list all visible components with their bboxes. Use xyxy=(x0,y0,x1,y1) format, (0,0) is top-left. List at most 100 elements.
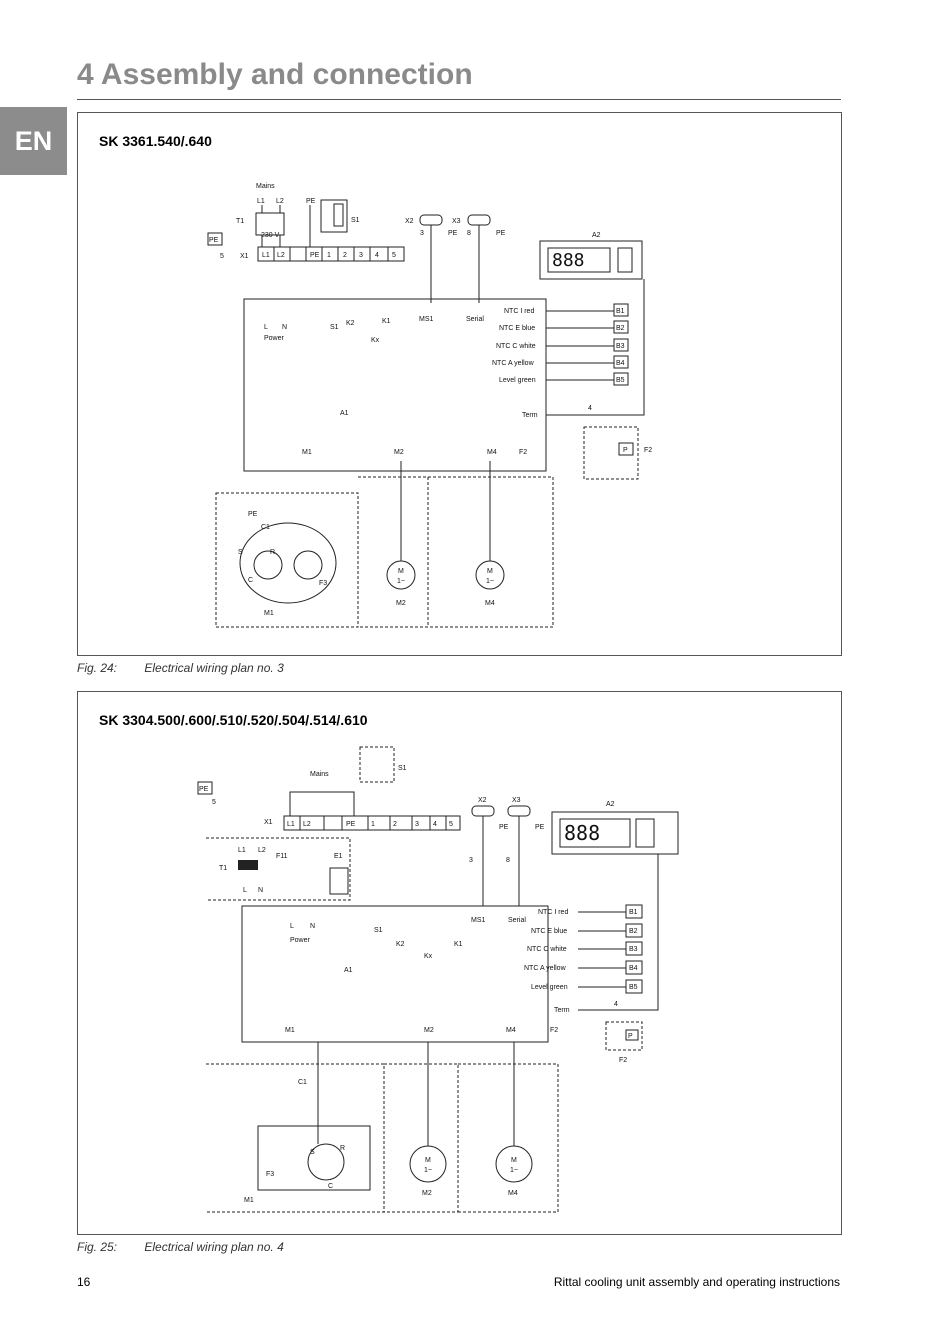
m2-area xyxy=(358,476,429,628)
m2-m: M xyxy=(425,1157,431,1164)
m4-terminal-label: M4 xyxy=(506,1027,516,1034)
t1-l2-label: L2 xyxy=(258,847,266,854)
term-label: Term xyxy=(522,412,538,419)
f2-label: F2 xyxy=(519,449,527,456)
figure-24-label: Fig. 24: xyxy=(77,661,118,675)
f2-label: F2 xyxy=(550,1027,558,1034)
wiring-diagram-3: Mains L1 L2 PE T1 230 V S1 PE 5 X1 L1 L2… xyxy=(207,183,652,628)
sensor-id: B4 xyxy=(629,965,638,972)
pe-box-left-label: PE xyxy=(209,237,219,244)
switch-s1-box xyxy=(359,746,395,783)
sensor-id: B5 xyxy=(616,377,625,384)
m1-r-label: R xyxy=(340,1145,345,1152)
mains-label: Mains xyxy=(256,183,275,190)
page-number: 16 xyxy=(77,1275,91,1289)
term-wire xyxy=(546,279,645,416)
k1-label: K1 xyxy=(454,941,463,948)
m2-terminal-label: M2 xyxy=(394,449,404,456)
controller-a1 xyxy=(243,298,547,472)
x2-label: X2 xyxy=(478,797,487,804)
sensor-name: NTC C white xyxy=(496,343,536,350)
x2-wire-count: 3 xyxy=(420,230,424,237)
x1-label: X1 xyxy=(264,819,273,826)
pe-top-label: PE xyxy=(306,198,316,205)
x3-pe-label: PE xyxy=(535,824,545,831)
fan-m4 xyxy=(495,1145,533,1183)
kx-label: Kx xyxy=(424,953,433,960)
figure-25-caption: Fig. 25: Electrical wiring plan no. 4 xyxy=(77,1240,284,1254)
sensor-id: B4 xyxy=(616,360,625,367)
a2-label: A2 xyxy=(606,801,615,808)
m1-s-label: S xyxy=(238,549,243,556)
f3-label: F3 xyxy=(319,580,327,587)
m4-area xyxy=(458,1063,559,1213)
fan-wires xyxy=(400,461,491,561)
t1-n-label: N xyxy=(258,887,263,894)
l2-top-label: L2 xyxy=(276,198,284,205)
connector-x3 xyxy=(507,805,531,817)
power-l-label: L xyxy=(264,324,268,331)
c1-label: C1 xyxy=(261,524,270,531)
figure-24-caption: Fig. 24: Electrical wiring plan no. 3 xyxy=(77,661,284,675)
x1-terminal: 1 xyxy=(371,821,375,828)
f11-label: F11 xyxy=(276,853,288,860)
term-wire-count: 4 xyxy=(614,1001,618,1008)
connector-x2 xyxy=(419,214,443,226)
x1-terminal: 3 xyxy=(359,252,363,259)
figure-24-model: SK 3361.540/.640 xyxy=(99,133,212,149)
compressor-m1 xyxy=(307,1143,345,1181)
k2-label: K2 xyxy=(346,320,355,327)
mains-label: Mains xyxy=(310,771,329,778)
t1-l1-label: L1 xyxy=(238,847,246,854)
serial-label: Serial xyxy=(508,917,526,924)
m4-m: M xyxy=(511,1157,517,1164)
figure-25-caption-text: Electrical wiring plan no. 4 xyxy=(144,1240,284,1254)
sensor-name: NTC C white xyxy=(527,946,567,953)
sensor-list: NTC I red NTC E blue NTC C white NTC A y… xyxy=(492,303,629,386)
x1-terminal: 3 xyxy=(415,821,419,828)
x1-terminal-strip xyxy=(257,246,405,262)
figure-24-caption-text: Electrical wiring plan no. 3 xyxy=(144,661,284,675)
m1-label: M1 xyxy=(264,610,274,617)
x1-terminal: 4 xyxy=(375,252,379,259)
f2-p-label: P xyxy=(628,1033,633,1040)
connector-x3 xyxy=(467,214,491,226)
m4-label: M4 xyxy=(508,1190,518,1197)
mains-block xyxy=(289,791,355,819)
heater-e1 xyxy=(329,867,349,895)
m4-phase: 1~ xyxy=(486,578,494,585)
sensor-id: B3 xyxy=(616,343,625,350)
f2-right-label: F2 xyxy=(619,1057,627,1064)
c1-label: C1 xyxy=(298,1079,307,1086)
sensor-name: Level green xyxy=(531,984,568,991)
connector-x2 xyxy=(471,805,495,817)
a1-s1-label: S1 xyxy=(374,927,383,934)
x1-terminal: PE xyxy=(346,821,356,828)
language-tab: EN xyxy=(0,107,67,175)
m1-s-label: S xyxy=(310,1149,315,1156)
sensor-id: B1 xyxy=(616,308,625,315)
term-wire-count: 4 xyxy=(588,405,592,412)
x1-terminal: 2 xyxy=(343,252,347,259)
x1-terminal: L1 xyxy=(287,821,295,828)
m2-phase: 1~ xyxy=(397,578,405,585)
motor-wires xyxy=(317,1042,515,1146)
sensor-list: NTC I red NTC E blue NTC C white NTC A y… xyxy=(524,904,643,994)
term-label: Term xyxy=(554,1007,570,1014)
x1-terminal: 5 xyxy=(392,252,396,259)
figure-25-label: Fig. 25: xyxy=(77,1240,118,1254)
transformer-t1 xyxy=(238,860,258,870)
sensor-name: NTC I red xyxy=(504,308,534,315)
m4-phase: 1~ xyxy=(510,1167,518,1174)
m2-area xyxy=(384,1063,459,1213)
l1-top-label: L1 xyxy=(257,198,265,205)
figure-25-model: SK 3304.500/.600/.510/.520/.504/.514/.61… xyxy=(99,712,368,728)
s1-label: S1 xyxy=(351,217,360,224)
sensor-name: NTC I red xyxy=(538,909,568,916)
sensor-wires xyxy=(546,310,614,381)
x1-terminal: 1 xyxy=(327,252,331,259)
m1-terminal-label: M1 xyxy=(302,449,312,456)
pe-box-left-label: PE xyxy=(199,786,209,793)
fan-m2 xyxy=(409,1145,447,1183)
a2-label: A2 xyxy=(592,232,601,239)
